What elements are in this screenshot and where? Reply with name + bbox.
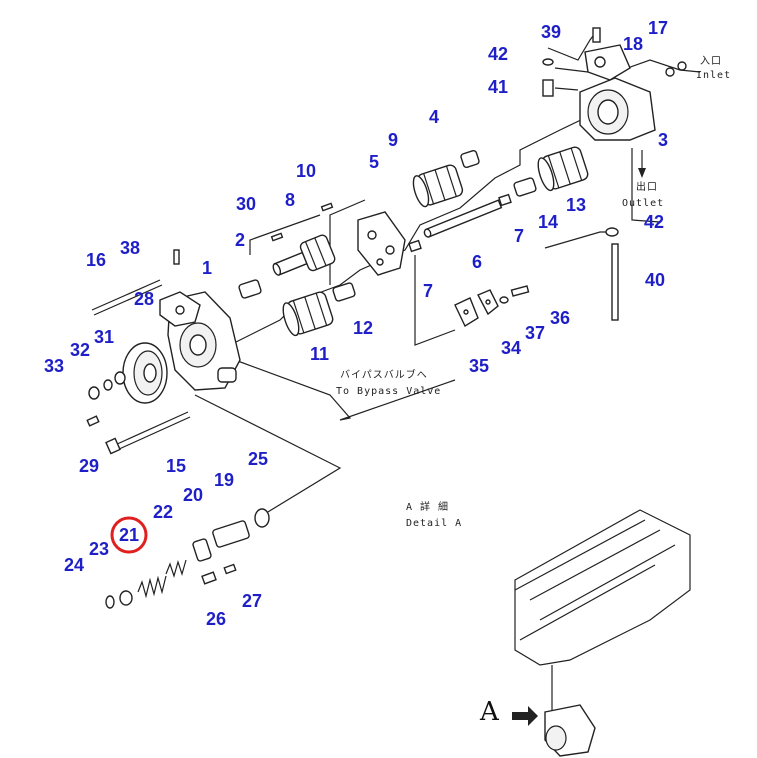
view-letter: A [479,697,500,727]
callout-2[interactable]: 2 [235,230,245,250]
callout-29[interactable]: 29 [79,456,99,476]
callout-39[interactable]: 39 [541,22,561,42]
callout-9[interactable]: 9 [388,130,398,150]
callout-37[interactable]: 37 [525,323,545,343]
engine-block [512,509,691,757]
callout-41[interactable]: 41 [488,77,508,97]
callout-8[interactable]: 8 [285,190,295,210]
callout-25[interactable]: 25 [248,449,268,469]
callout-34[interactable]: 34 [501,338,521,358]
callout-4[interactable]: 4 [429,107,439,127]
callout-35[interactable]: 35 [469,356,489,376]
callout-23[interactable]: 23 [89,539,109,559]
relief-valve [105,508,270,609]
plates [454,285,530,328]
callout-20[interactable]: 20 [183,485,203,505]
callout-5[interactable]: 5 [369,152,379,172]
detail-jp-label: A 詳 細 [406,500,449,513]
drive-gear [86,279,191,455]
callout-40[interactable]: 40 [645,270,665,290]
notes: 入口 Inlet 出口 Outlet バイパスバルブへ To Bypass Va… [336,56,731,727]
callout-31[interactable]: 31 [94,327,114,347]
callout-11[interactable]: 11 [310,344,329,364]
detail-en-label: Detail A [406,518,462,529]
callout-12[interactable]: 12 [353,318,373,338]
callout-17[interactable]: 17 [648,18,668,38]
callout-13[interactable]: 13 [566,195,586,215]
callout-27[interactable]: 27 [242,591,262,611]
callout-33[interactable]: 33 [44,356,64,376]
callout-32[interactable]: 32 [70,340,90,360]
callout-42[interactable]: 42 [488,44,508,64]
callouts: 39 17 18 42 41 4 3 9 5 13 10 42 14 7 30 … [44,18,668,629]
callout-42b[interactable]: 42 [644,212,664,232]
callout-14[interactable]: 14 [538,212,558,232]
outlet-en-label: Outlet [622,198,664,209]
bypass-en-label: To Bypass Valve [336,386,441,397]
callout-7b[interactable]: 7 [423,281,433,301]
callout-1[interactable]: 1 [202,258,212,278]
callout-18[interactable]: 18 [623,34,643,54]
callout-24[interactable]: 24 [64,555,84,575]
callout-15[interactable]: 15 [166,456,186,476]
callout-3[interactable]: 3 [658,130,668,150]
outlet-jp-label: 出口 [636,180,658,193]
callout-21[interactable]: 21 [119,525,139,545]
callout-10[interactable]: 10 [296,161,316,181]
gears [238,146,589,337]
callout-19[interactable]: 19 [214,470,234,490]
callout-22[interactable]: 22 [153,502,173,522]
inlet-jp-label: 入口 [700,56,722,67]
callout-36[interactable]: 36 [550,308,570,328]
pump-housing [159,249,241,391]
callout-6[interactable]: 6 [472,252,482,272]
callout-30[interactable]: 30 [236,194,256,214]
callout-38[interactable]: 38 [120,238,140,258]
callout-7[interactable]: 7 [514,226,524,246]
bypass-jp-label: バイパスバルブへ [340,368,428,381]
pump-cover [542,27,687,321]
callout-16[interactable]: 16 [86,250,106,270]
callout-28[interactable]: 28 [134,289,154,309]
callout-26[interactable]: 26 [206,609,226,629]
gear-plate [357,211,406,276]
highlight-circle [110,516,148,554]
inlet-en-label: Inlet [696,70,731,81]
